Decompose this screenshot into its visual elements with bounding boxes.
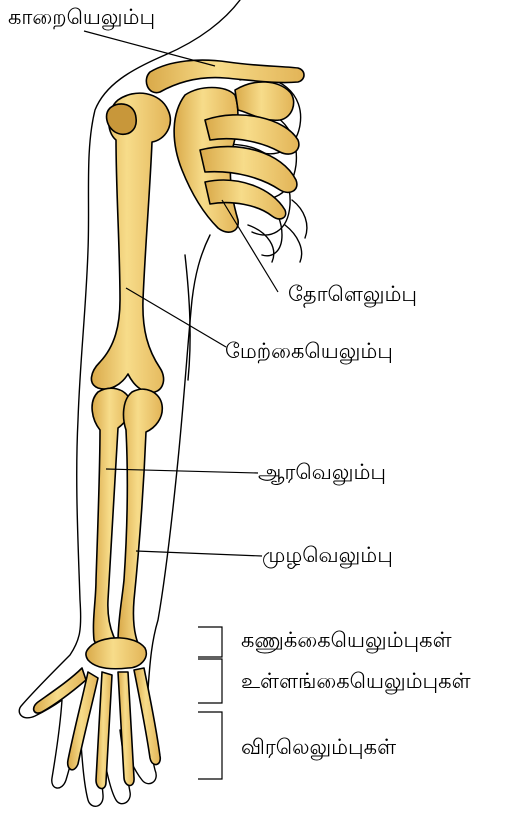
scapula-bone <box>174 82 299 232</box>
bracket-carpals <box>198 627 222 657</box>
label-clavicle: காறையெலும்பு <box>8 5 155 30</box>
hand-bones <box>34 638 161 789</box>
label-phalanges: விரலெலும்புகள் <box>241 735 396 760</box>
label-scapula: தோளெலும்பு <box>288 282 417 308</box>
forearm-bones <box>92 388 162 652</box>
bracket-phalanges <box>198 712 222 779</box>
label-carpals: கணுக்கையெலும்புகள் <box>241 628 452 653</box>
humerus-bone <box>91 93 170 392</box>
label-radius: ஆரவெலும்பு <box>258 460 386 485</box>
bracket-metacarpals <box>198 659 222 703</box>
label-humerus: மேற்கையெலும்பு <box>225 339 393 364</box>
label-metacarpals: உள்ளங்கையெலும்புகள் <box>241 669 471 694</box>
leader-clavicle <box>84 31 215 66</box>
label-ulna: முழவெலும்பு <box>262 543 393 569</box>
leader-ulna <box>136 551 262 556</box>
